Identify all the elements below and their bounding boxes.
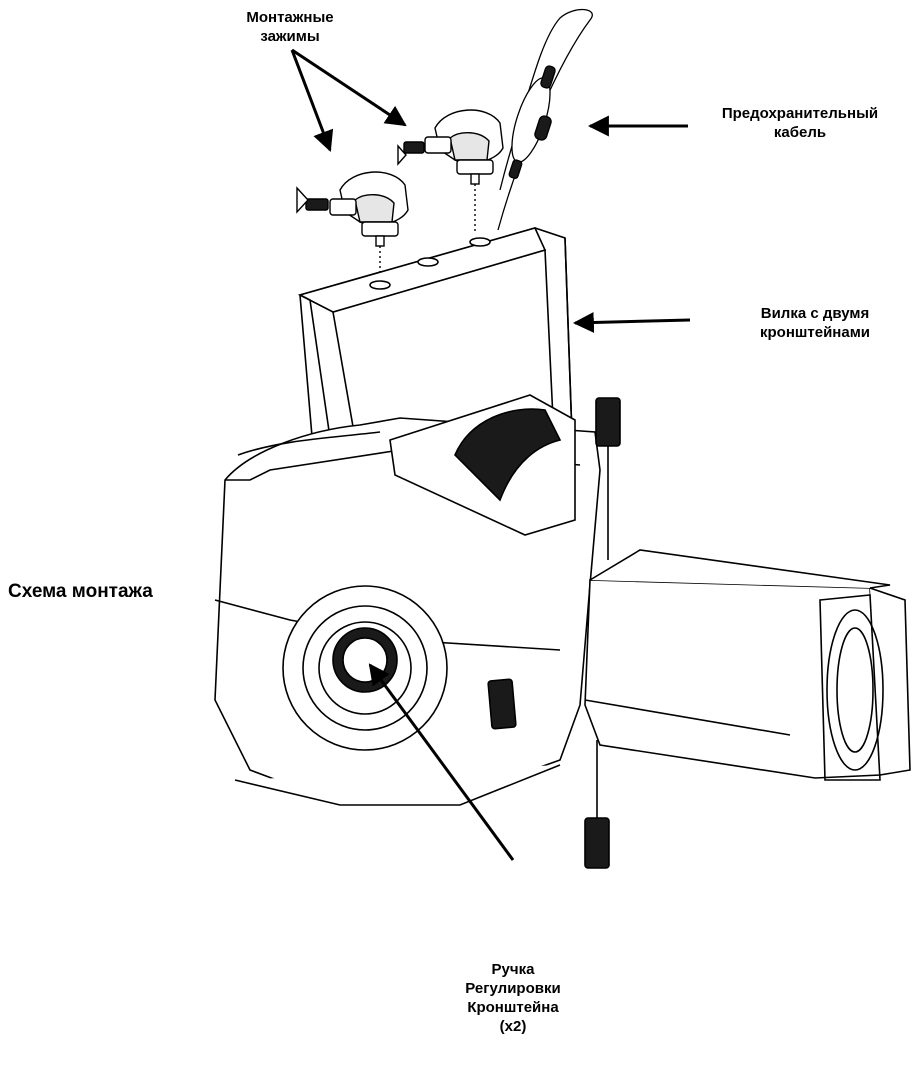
fixture-lens-barrel — [584, 549, 911, 781]
label-line: Монтажные — [246, 9, 334, 26]
label-yoke: Вилка с двумя кронштейнами — [735, 304, 895, 342]
mounting-clamp-left — [296, 171, 409, 282]
label-line: Регулировки — [465, 980, 561, 997]
label-line: Кронштейна — [467, 999, 559, 1016]
safety-cable — [497, 8, 593, 231]
diagram-title: Схема монтажа — [8, 581, 153, 602]
label-line: Вилка с двумя — [760, 305, 870, 322]
arrows — [290, 48, 691, 861]
label-line: (x2) — [499, 1018, 527, 1035]
label-adjustment-knob: Ручка Регулировки Кронштейна (x2) — [453, 960, 573, 1036]
label-line: Ручка — [491, 961, 535, 978]
label-line: кронштейнами — [759, 324, 871, 341]
label-line: кабель — [773, 124, 827, 141]
label-mounting-clamps: Монтажные зажимы — [210, 8, 370, 46]
mounting-clamp-right — [397, 109, 504, 232]
label-line: Предохранительный — [721, 105, 879, 122]
label-safety-cable: Предохранительный кабель — [700, 104, 900, 142]
fixture-rear-housing — [214, 394, 621, 869]
label-line: зажимы — [260, 28, 320, 45]
